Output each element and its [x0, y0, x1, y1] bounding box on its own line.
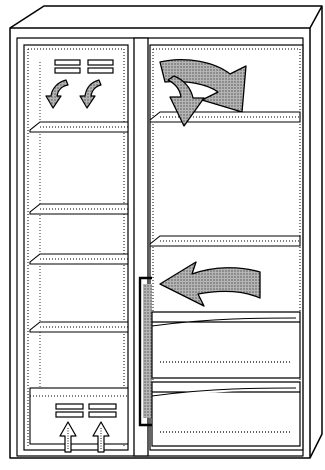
freezer-shelf [30, 122, 128, 132]
crisper-drawer [152, 382, 300, 446]
freezer-shelf [30, 254, 128, 264]
freezer-shelf [30, 322, 128, 332]
freezer-shelf [30, 204, 128, 214]
duct-airflow [143, 284, 152, 418]
refrigerator-shelf [150, 112, 300, 122]
crisper-drawer [152, 312, 300, 378]
refrigerator-shelf [150, 236, 300, 246]
